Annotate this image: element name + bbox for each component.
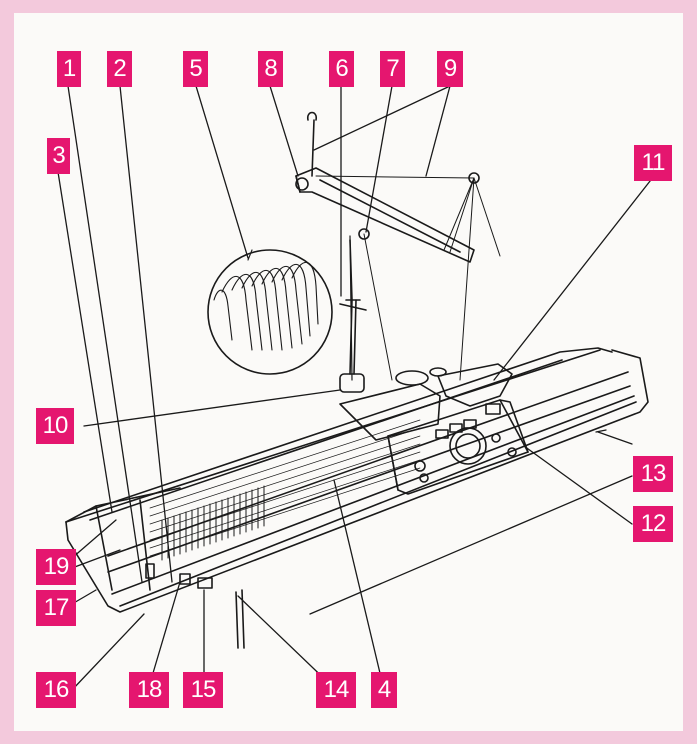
label-12: 12 [633, 506, 673, 542]
label-2: 2 [107, 51, 132, 87]
label-17: 17 [36, 590, 76, 626]
label-18: 18 [129, 672, 169, 708]
label-9: 9 [437, 51, 463, 87]
needle-detail-circle [207, 249, 333, 375]
leader-lines [57, 85, 655, 691]
label-7: 7 [380, 51, 405, 87]
label-1: 1 [57, 51, 81, 87]
label-6: 6 [329, 51, 354, 87]
label-19: 19 [36, 549, 76, 585]
tension-mast [295, 111, 501, 381]
label-10: 10 [36, 408, 74, 444]
label-8: 8 [258, 51, 283, 87]
needle-bed [65, 347, 649, 649]
label-16: 16 [36, 672, 76, 708]
label-4: 4 [371, 672, 397, 708]
label-14: 14 [316, 672, 356, 708]
label-15: 15 [183, 672, 223, 708]
label-13: 13 [633, 456, 673, 492]
label-11: 11 [634, 145, 672, 181]
label-3: 3 [47, 138, 70, 174]
label-5: 5 [183, 51, 208, 87]
carriage [339, 363, 529, 495]
